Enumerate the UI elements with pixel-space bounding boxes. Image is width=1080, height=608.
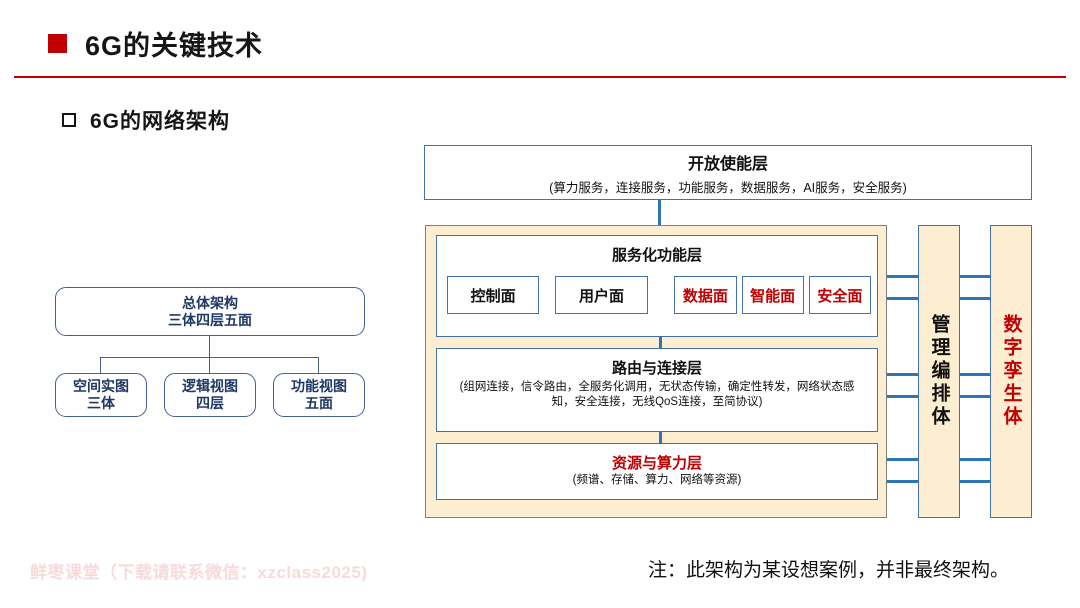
hollow-square-bullet-icon — [62, 113, 76, 127]
management-orchestration-label: 管理编排体 — [928, 314, 950, 429]
open-enabling-layer-box: 开放使能层 (算力服务，连接服务，功能服务，数据服务，AI服务，安全服务) — [424, 145, 1032, 200]
digital-twin-label: 数字孪生体 — [1000, 314, 1022, 429]
connector-mgmt-to-twin-top-a — [960, 275, 990, 278]
connector-service-to-routing — [659, 337, 662, 348]
tree-child-2-line2: 四层 — [196, 395, 224, 411]
routing-connection-layer-subtitle: (组网连接，信令路由，全服务化调用，无状态传输，确定性转发，网络状态感知，安全连… — [459, 381, 855, 408]
service-function-layer-title: 服务化功能层 — [611, 247, 702, 264]
digital-twin-box: 数字孪生体 — [990, 225, 1032, 518]
connector-stack-to-mgmt-bot-b — [887, 480, 919, 483]
connector-routing-to-resource — [659, 432, 662, 443]
connector-stack-to-mgmt-mid-a — [887, 373, 919, 376]
connector-stack-to-mgmt-mid-b — [887, 395, 919, 398]
square-bullet-icon — [48, 34, 67, 53]
tree-root-node: 总体架构 三体四层五面 — [55, 287, 365, 336]
tree-child-3-line2: 五面 — [305, 395, 333, 411]
management-orchestration-box: 管理编排体 — [918, 225, 960, 518]
connector-stack-to-mgmt-top-a — [887, 275, 919, 278]
tree-child-1-line2: 三体 — [87, 395, 115, 411]
tree-root-line2: 三体四层五面 — [168, 311, 252, 328]
tree-connector-branch-3 — [318, 357, 320, 373]
page-title: 6G的关键技术 — [48, 24, 263, 63]
resource-computing-layer-subtitle: (频谱、存储、算力、网络等资源) — [572, 474, 742, 486]
section-heading-text: 6G的网络架构 — [90, 110, 231, 133]
network-architecture-diagram: 开放使能层 (算力服务，连接服务，功能服务，数据服务，AI服务，安全服务) 服务… — [424, 145, 1034, 525]
plane-control: 控制面 — [447, 276, 540, 314]
routing-connection-layer-box: 路由与连接层 (组网连接，信令路由，全服务化调用，无状态传输，确定性转发，网络状… — [436, 348, 878, 432]
tree-child-1-line1: 空间实图 — [73, 378, 129, 394]
open-enabling-layer-subtitle: (算力服务，连接服务，功能服务，数据服务，AI服务，安全服务) — [549, 180, 907, 195]
connector-stack-to-mgmt-bot-a — [887, 458, 919, 461]
page-title-text: 6G的关键技术 — [85, 31, 264, 61]
plane-security: 安全面 — [808, 276, 872, 314]
tree-child-node-3: 功能视图 五面 — [273, 373, 365, 417]
tree-connector-branch-2 — [209, 357, 211, 373]
resource-computing-layer-box: 资源与算力层 (频谱、存储、算力、网络等资源) — [436, 443, 878, 500]
tree-child-node-2: 逻辑视图 四层 — [164, 373, 256, 417]
connector-mgmt-to-twin-mid-b — [960, 395, 990, 398]
open-enabling-layer-title: 开放使能层 — [687, 155, 768, 173]
plane-box-row: 控制面 用户面 数据面 智能面 安全面 — [447, 274, 872, 316]
tree-child-2-line1: 逻辑视图 — [182, 378, 238, 394]
connector-mgmt-to-twin-bot-a — [960, 458, 990, 461]
tree-connector-vertical-main — [209, 336, 211, 358]
connector-mgmt-to-twin-mid-a — [960, 373, 990, 376]
plane-user: 用户面 — [555, 276, 648, 314]
routing-connection-layer-title: 路由与连接层 — [611, 360, 702, 377]
plane-data: 数据面 — [674, 276, 737, 314]
plane-intelligence: 智能面 — [741, 276, 804, 314]
tree-child-3-line1: 功能视图 — [291, 378, 347, 394]
connector-mgmt-to-twin-top-b — [960, 297, 990, 300]
footnote: 注：此架构为某设想案例，并非最终架构。 — [648, 560, 1010, 581]
connector-mgmt-to-twin-bot-b — [960, 480, 990, 483]
watermark: 鲜枣课堂（下载请联系微信：xzclass2025) — [30, 563, 368, 582]
resource-computing-layer-title: 资源与算力层 — [611, 455, 702, 472]
tree-root-line1: 总体架构 — [182, 294, 238, 311]
connector-stack-to-mgmt-top-b — [887, 297, 919, 300]
overall-architecture-tree: 总体架构 三体四层五面 空间实图 三体 逻辑视图 四层 功能视图 五面 — [55, 287, 375, 422]
connector-top-to-stack — [658, 200, 661, 225]
tree-connector-branch-1 — [100, 357, 102, 373]
section-heading: 6G的网络架构 — [62, 105, 230, 135]
layer-stack-container: 服务化功能层 控制面 用户面 数据面 智能面 安全面 路由与连接层 (组网连接，… — [425, 225, 887, 518]
title-divider — [14, 76, 1066, 78]
service-function-layer-box: 服务化功能层 控制面 用户面 数据面 智能面 安全面 — [436, 235, 878, 337]
tree-child-node-1: 空间实图 三体 — [55, 373, 147, 417]
